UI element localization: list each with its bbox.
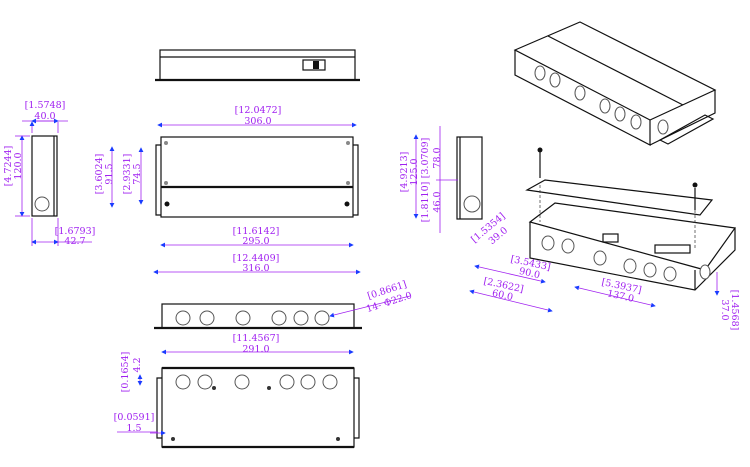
dim-flange-in: [12.4409] — [233, 253, 280, 264]
dim-flange-mm: 1.5 — [126, 423, 141, 434]
front-view: [0.8661] 14- Φ22.0 [11.4567] 291.0 — [154, 279, 413, 355]
dim-b-mm: 90.0 — [518, 266, 541, 281]
dim-h1-in: [3.6024] — [94, 154, 105, 195]
dim-h2-mm: 74.5 — [132, 163, 143, 184]
dim-flange-in: [0.0591] — [114, 412, 155, 423]
dim-h1-mm: 91.5 — [104, 163, 115, 184]
dim-overall-in: [12.0472] — [235, 105, 282, 116]
dim-c-mm: 60.0 — [491, 288, 514, 303]
dim-offset-mm: 4.2 — [132, 357, 143, 372]
dim-length-in: [11.4567] — [233, 333, 280, 344]
dim-e-mm: 37.0 — [719, 299, 730, 320]
dim-width-in: [1.5748] — [25, 100, 66, 111]
dim-upper-in: [3.0709] — [420, 138, 431, 179]
dim-flange-mm: 316.0 — [242, 263, 269, 274]
dim-e-in: [1.4568] — [729, 290, 740, 331]
dim-upper-mm: 78.0 — [432, 147, 443, 168]
right-side-view: [4.9213] 125.0 [3.0709] 78.0 [1.8110] 46… — [399, 126, 483, 233]
top-view: [12.0472] 306.0 [11.6142] 295.0 [12.4409… — [94, 105, 361, 275]
isometric-assembled-view — [513, 21, 717, 146]
bottom-view: [0.1654] 4.2 [0.0591] 1.5 — [114, 352, 360, 449]
dim-body-in: [11.6142] — [233, 226, 280, 237]
dim-width-mm: 40.0 — [34, 111, 55, 122]
dim-offset-in: [0.1654] — [120, 352, 131, 393]
dim-depth-mm: 42.7 — [64, 236, 85, 247]
dim-lower-mm: 46.0 — [432, 191, 443, 212]
top-edge-view — [155, 49, 360, 82]
dim-height-mm: 125.0 — [409, 158, 420, 185]
dim-height-in: [4.7244] — [3, 146, 14, 187]
dim-overall-mm: 306.0 — [244, 116, 271, 127]
isometric-exploded-view: [1.5354] 39.0 [3.5433] 90.0 [2.3622] 60.… — [469, 147, 740, 331]
dim-body-mm: 295.0 — [242, 236, 269, 247]
dim-height-in: [4.9213] — [399, 152, 410, 193]
dim-lower-in: [1.8110] — [420, 182, 431, 223]
dim-height-mm: 120.0 — [13, 152, 24, 179]
left-side-view: [1.5748] 40.0 [4.7244] 120.0 [1.6793] 42… — [3, 100, 95, 247]
dim-h2-in: [2.9331] — [122, 154, 133, 195]
dim-depth-in: [1.6793] — [55, 226, 96, 237]
dim-length-mm: 291.0 — [242, 344, 269, 355]
